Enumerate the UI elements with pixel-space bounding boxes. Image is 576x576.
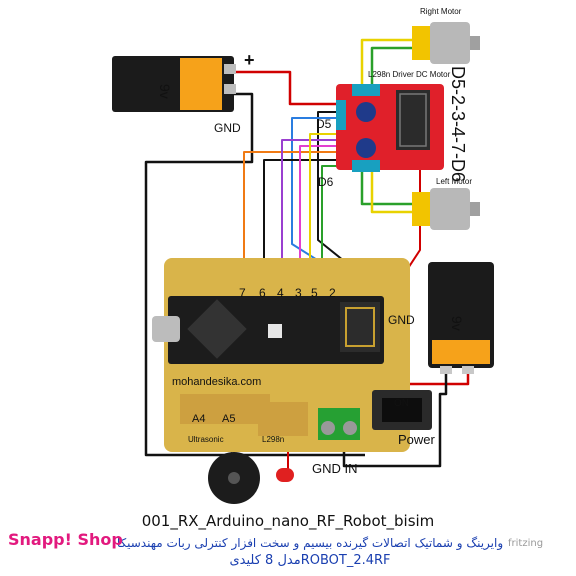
wire-purple-4 — [281, 139, 342, 290]
pin-label: 7 — [239, 286, 246, 300]
watermark: fritzing — [508, 538, 544, 549]
a5-label: A5 — [222, 413, 235, 425]
led — [276, 468, 294, 482]
caption-line2: مدل 8 کلیدیROBOT_2.4RF — [229, 553, 391, 568]
brand-logo: Snapp! Shop — [8, 530, 123, 549]
wire-yellow-5 — [309, 133, 342, 290]
l298n-driver — [336, 84, 444, 172]
battery-big-label: 9v — [449, 316, 465, 331]
caption-line1: وایرینگ و شماتیک اتصالات گیرنده بیسیم و … — [116, 536, 504, 550]
buzzer — [208, 452, 260, 504]
pin-label: 3 — [295, 286, 302, 300]
wires — [144, 38, 470, 472]
left-motor-label: Left Motor — [436, 177, 472, 186]
battery-small-label: 9v — [157, 84, 173, 99]
pin-sequence-label: D5-2-3-4-7-D6 — [448, 66, 468, 182]
board-site-label: mohandesika.com — [172, 376, 261, 388]
arduino-shield — [152, 258, 410, 452]
gnd-in-label: GND IN — [312, 461, 358, 476]
pin-label: 4 — [277, 286, 284, 300]
wire-right-motor-yellow — [360, 38, 412, 88]
wire-right-motor-green — [370, 46, 412, 88]
pin-label: 6 — [259, 286, 266, 300]
a4-label: A4 — [192, 413, 205, 425]
power-on-label: ON — [394, 398, 409, 409]
wire-battery-plus — [232, 70, 338, 106]
pin-label: 2 — [329, 286, 336, 300]
battery-small: 9v — [112, 56, 236, 112]
wire-magenta-3 — [299, 145, 342, 290]
wire-green-2 — [321, 165, 342, 290]
wire-black-6 — [263, 159, 342, 290]
power-switch — [372, 390, 432, 430]
header-pin-labels: 7 6 4 3 5 2 — [239, 286, 336, 300]
plus-label: + — [244, 50, 255, 70]
l298n-small-label: L298n — [262, 435, 284, 444]
driver-label: L298n Driver DC Motor — [368, 70, 451, 79]
d5-label: D5 — [316, 117, 332, 131]
gnd-mid-label: GND — [388, 313, 415, 327]
wire-left-motor-green — [360, 168, 412, 206]
right-motor-label: Right Motor — [420, 7, 462, 16]
wire-battery-gnd — [144, 92, 365, 457]
wire-big-battery-black — [342, 372, 448, 468]
right-motor — [412, 22, 480, 64]
gnd-top-label: GND — [214, 121, 241, 135]
wire-left-motor-yellow — [370, 168, 412, 214]
power-label: Power — [398, 432, 436, 447]
d6-label: D6 — [318, 175, 334, 189]
ultrasonic-label: Ultrasonic — [188, 435, 224, 444]
pin-label: 5 — [311, 286, 318, 300]
diagram-title: 001_RX_Arduino_nano_RF_Robot_bisim — [141, 512, 435, 530]
left-motor — [412, 188, 480, 230]
battery-big: 9v — [428, 262, 494, 374]
